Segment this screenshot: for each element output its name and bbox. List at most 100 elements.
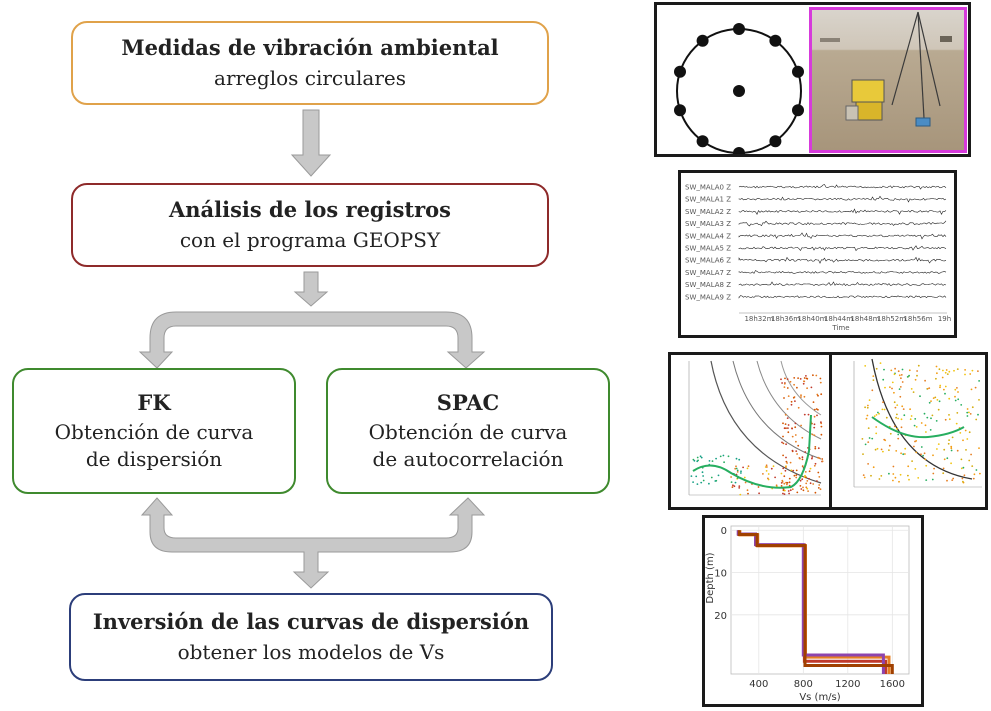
fk-scatter-point xyxy=(806,377,809,380)
fk-scatter-point xyxy=(790,400,793,403)
fk-scatter-point xyxy=(817,394,819,397)
fk-scatter-point xyxy=(811,456,814,458)
spac-scatter-point xyxy=(962,439,964,442)
fk-scatter-point xyxy=(795,474,798,476)
fk-scatter-point xyxy=(793,383,795,386)
fk-scatter-point xyxy=(735,457,738,460)
spac-scatter-point xyxy=(868,437,871,439)
fk-scatter-point xyxy=(770,467,773,470)
spac-scatter-point xyxy=(925,479,928,481)
spac-scatter-point xyxy=(906,376,909,378)
spac-scatter-point xyxy=(962,466,965,469)
fk-scatter-point xyxy=(820,393,823,396)
fk-scatter-point xyxy=(795,440,797,443)
fk-scatter-point xyxy=(723,461,725,464)
fk-scatter-point xyxy=(757,486,760,488)
fk-scatter-point xyxy=(782,492,784,495)
fk-scatter-point xyxy=(802,486,804,489)
spac-scatter-point xyxy=(875,432,878,435)
fk-scatter-point xyxy=(800,488,803,490)
fk-scatter-point xyxy=(786,387,789,389)
fk-scatter-point xyxy=(783,482,786,485)
fk-scatter-point xyxy=(799,485,802,487)
spac-scatter-point xyxy=(957,398,960,401)
fk-scatter-point xyxy=(738,485,741,487)
fk-scatter-point xyxy=(785,466,787,469)
spac-scatter-point xyxy=(939,386,941,389)
fk-scatter-point xyxy=(780,485,783,487)
fk-scatter-point xyxy=(714,480,717,482)
fk-scatter-point xyxy=(787,490,790,492)
spac-scatter-point xyxy=(978,399,980,401)
box-ambient-vibration-title: Medidas de vibración ambiental xyxy=(121,35,499,61)
spac-scatter-point xyxy=(939,384,942,387)
spac-scatter-point xyxy=(944,371,947,374)
spac-scatter-point xyxy=(892,473,895,475)
fk-scatter-point xyxy=(782,422,784,425)
spac-autocorrelation-plot xyxy=(832,355,985,507)
spac-scatter-point xyxy=(943,388,945,391)
spac-scatter-point xyxy=(871,437,874,440)
spac-scatter-point xyxy=(951,479,954,481)
seismogram-channel-label: SW_MALA5 Z xyxy=(685,245,731,253)
spac-scatter-point xyxy=(957,391,959,393)
box-ambient-vibration: Medidas de vibración ambiental arreglos … xyxy=(71,21,549,105)
seismogram-trace xyxy=(738,295,947,299)
spac-scatter-point xyxy=(932,472,935,475)
spac-scatter-point xyxy=(862,453,864,455)
fk-scatter-point xyxy=(804,451,807,453)
spac-scatter-point xyxy=(970,453,972,456)
seismogram-trace xyxy=(738,208,947,216)
spac-scatter-point xyxy=(875,426,878,428)
fk-scatter-point xyxy=(747,465,750,468)
spac-scatter-point xyxy=(875,367,878,370)
fk-scatter-point xyxy=(805,375,807,377)
sensor-dot xyxy=(769,135,782,148)
seismogram-time-tick: 18h52m xyxy=(877,315,906,323)
spac-scatter-point xyxy=(883,438,886,441)
fk-scatter-point xyxy=(736,469,739,472)
box-inversion-sub: obtener los modelos de Vs xyxy=(177,639,445,664)
fk-scatter-point xyxy=(812,374,814,377)
spac-scatter-point xyxy=(895,450,898,452)
spac-scatter-point xyxy=(891,381,894,384)
fk-scatter-point xyxy=(795,450,798,452)
spac-scatter-point xyxy=(954,388,957,391)
spac-scatter-point xyxy=(959,432,962,434)
spac-scatter-point xyxy=(888,449,890,451)
spac-scatter-point xyxy=(872,466,875,469)
spac-scatter-point xyxy=(899,473,902,476)
seismogram-trace xyxy=(738,232,947,240)
spac-scatter-point xyxy=(864,406,866,409)
fk-scatter-point xyxy=(805,486,808,489)
seismogram-time-tick: 18h48m xyxy=(850,315,879,323)
fk-scatter-point xyxy=(818,457,821,460)
spac-scatter-point xyxy=(910,415,913,417)
spac-scatter-point xyxy=(890,369,893,372)
spac-scatter-point xyxy=(898,374,901,377)
spac-scatter-point xyxy=(943,458,946,461)
fk-scatter-point xyxy=(792,396,795,399)
fk-scatter-point xyxy=(786,483,788,486)
spac-scatter-point xyxy=(964,429,967,432)
spac-scatter-point xyxy=(935,377,937,380)
fk-scatter-point xyxy=(803,395,806,398)
seismogram-time-tick: 18h44m xyxy=(824,315,853,323)
seismogram-channel-label: SW_MALA1 Z xyxy=(685,196,731,204)
spac-scatter-point xyxy=(948,418,951,421)
spac-scatter-point xyxy=(978,380,980,382)
fk-scatter-point xyxy=(805,482,808,485)
fk-scatter-point xyxy=(782,442,785,445)
seismogram-channel-label: SW_MALA6 Z xyxy=(685,257,731,265)
spac-scatter-point xyxy=(920,446,923,448)
fk-scatter-point xyxy=(789,461,792,464)
spac-scatter-point xyxy=(908,374,910,377)
box-inversion-title: Inversión de las curvas de dispersión xyxy=(92,609,530,635)
spac-scatter-point xyxy=(961,477,964,480)
spac-scatter-point xyxy=(914,378,917,381)
fk-scatter-point xyxy=(821,460,824,463)
dispersion-curves-panel xyxy=(668,352,988,510)
spac-scatter-point xyxy=(924,379,926,382)
spac-scatter-point xyxy=(929,429,932,431)
